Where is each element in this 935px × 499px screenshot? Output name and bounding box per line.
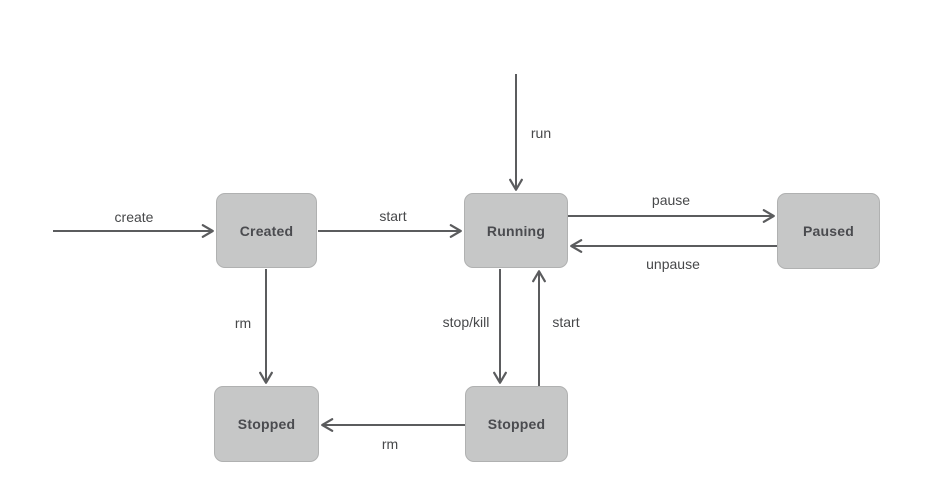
state-node-label: Stopped [237,416,296,432]
edge-label-run: run [530,125,552,141]
edge-label-unpause: unpause [646,256,700,272]
edge-label-stop-kill: stop/kill [442,314,490,330]
edge-label-rm: rm [234,315,252,331]
edge-label-rm: rm [381,436,399,452]
state-node-label: Created [239,222,294,239]
state-node-paused: Paused [777,193,880,269]
state-node-label: Paused [803,223,854,239]
state-node-created: Created [216,193,317,268]
state-node-stopped-right: Stopped [465,386,568,462]
edge-label-start: start [379,208,407,224]
state-node-stopped-left: Stopped [214,386,319,462]
state-node-label: Running [486,222,546,239]
state-node-label: Stopped [487,416,546,432]
edge-label-create: create [114,209,154,225]
state-node-running: Running [464,193,568,268]
edge-label-pause: pause [651,192,691,208]
edge-label-start: start [552,314,580,330]
